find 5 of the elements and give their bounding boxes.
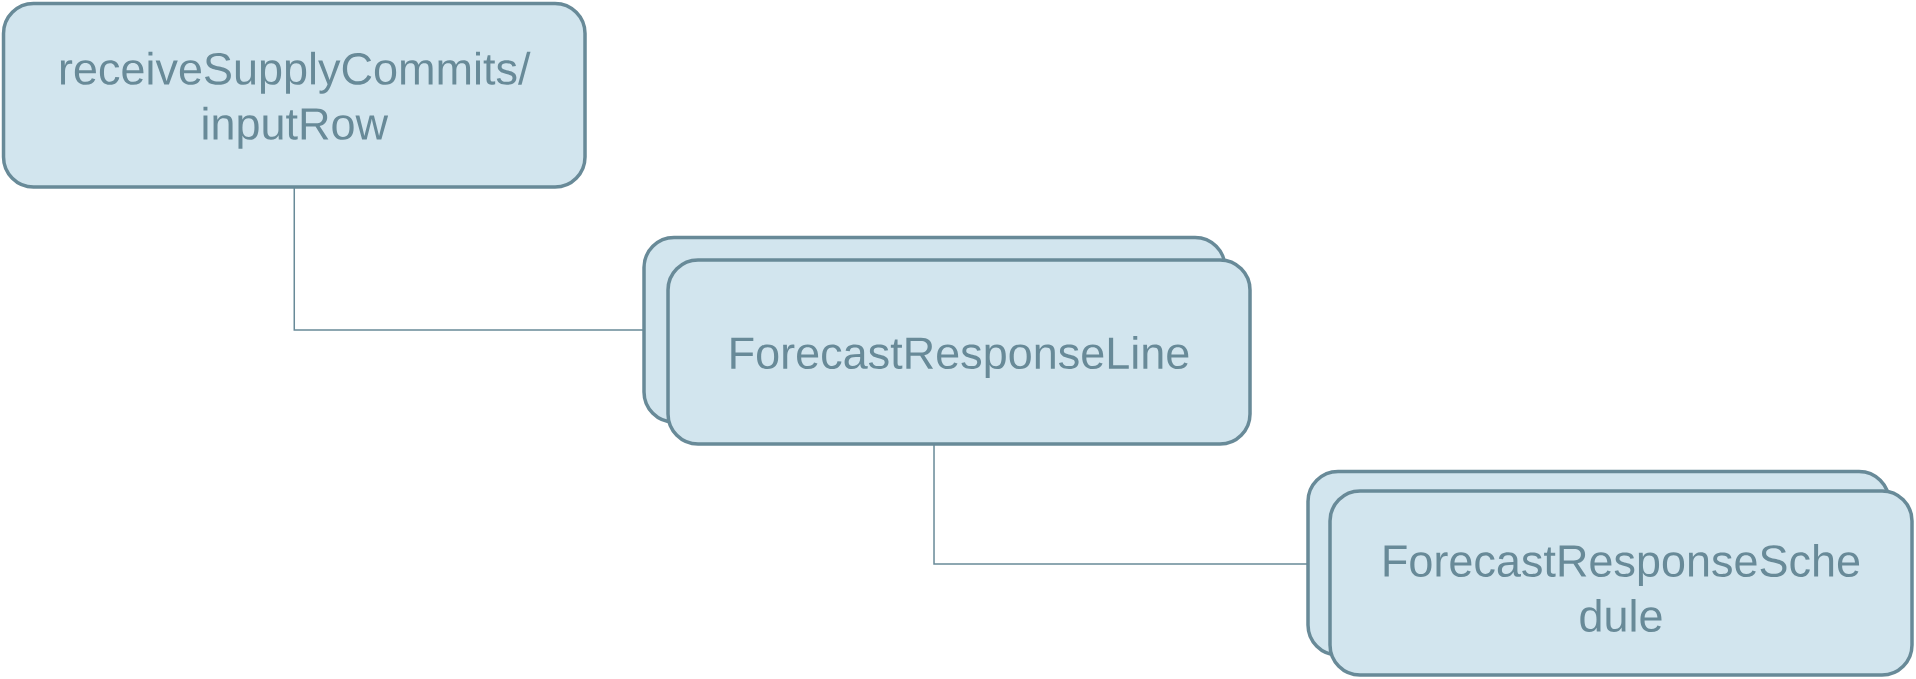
- stacked-process-box: ForecastResponseLine: [642, 235, 1252, 446]
- process-box: receiveSupplyCommits/ inputRow: [1, 1, 587, 189]
- connector-line: [293, 186, 645, 331]
- connector-line: [933, 443, 1309, 565]
- stacked-process-box: ForecastResponseSche dule: [1306, 469, 1914, 677]
